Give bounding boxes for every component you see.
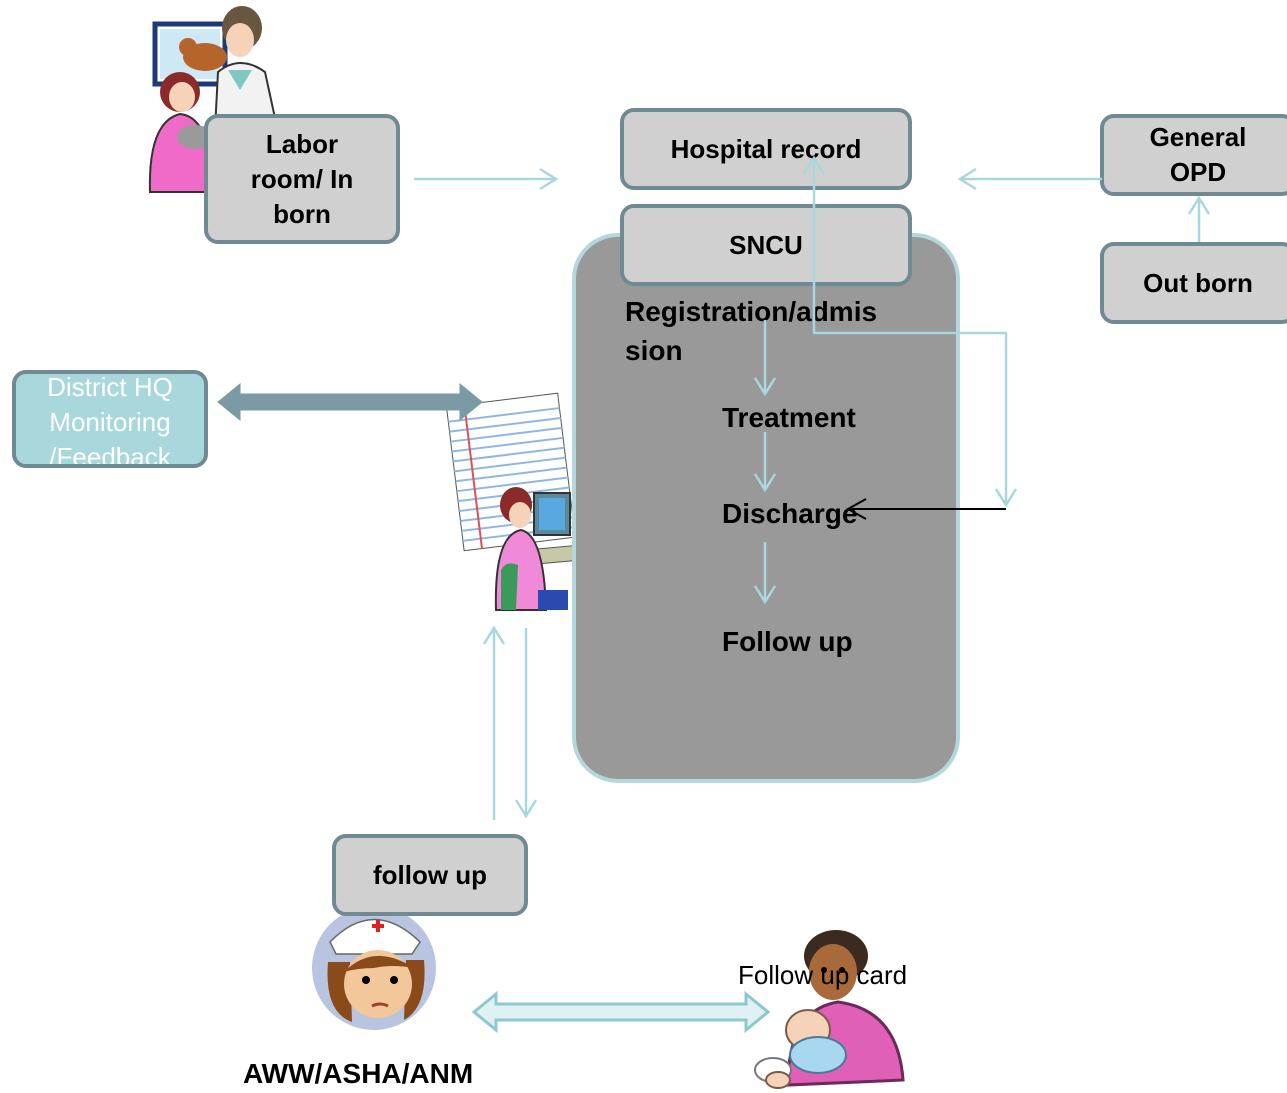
district-hq-box: District HQ Monitoring /Feedback	[12, 370, 208, 468]
general-opd-label: General OPD	[1149, 122, 1247, 187]
out-born-label: Out born	[1143, 267, 1253, 298]
clerk-computer-icon	[446, 392, 582, 611]
general-opd-box: General OPD	[1100, 114, 1287, 196]
labor-room-box: Labor room/ In born	[204, 114, 400, 244]
follow-up-card-label: Follow up card	[738, 960, 908, 990]
labor-room-label: Labor room/ In born	[250, 128, 354, 229]
nurse-icon	[312, 906, 436, 1030]
double-arrow-district-clerk	[217, 382, 483, 422]
mother-baby-icon	[754, 930, 905, 1089]
out-born-box: Out born	[1100, 242, 1287, 324]
hospital-record-label: Hospital record	[670, 133, 862, 164]
follow-up-box-label: follow up	[372, 859, 488, 890]
follow-up-box: follow up	[332, 834, 528, 916]
district-hq-label: District HQ Monitoring /Feedback	[47, 372, 173, 468]
line-record-loop	[812, 160, 1008, 505]
aww-asha-anm-label: AWW/ASHA/ANM	[243, 1058, 474, 1089]
sncu-box: SNCU	[620, 204, 912, 286]
double-arrow-nurse-mother	[471, 990, 771, 1034]
treatment-step: Treatment	[722, 402, 856, 433]
registration-step: Registration/admis sion	[625, 296, 878, 366]
hospital-record-box: Hospital record	[620, 108, 912, 190]
discharge-step: Discharge	[722, 498, 858, 529]
sncu-label: SNCU	[729, 229, 803, 260]
follow-up-step: Follow up	[722, 626, 853, 657]
